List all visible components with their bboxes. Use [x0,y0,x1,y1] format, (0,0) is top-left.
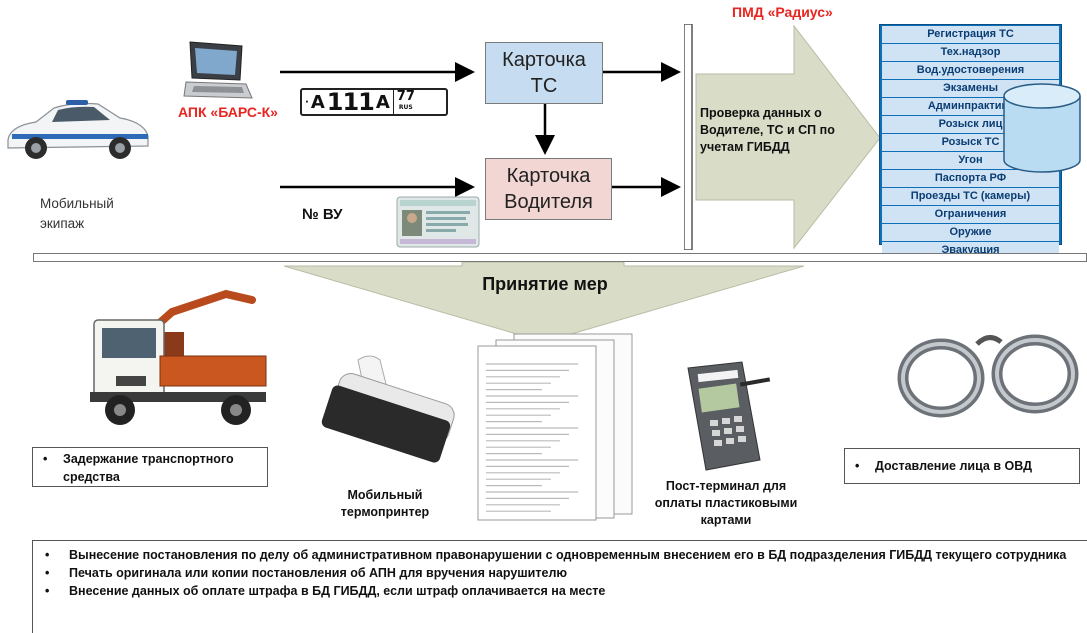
measures-arrow [284,262,804,343]
database-item: Проезды ТС (камеры) [882,188,1059,205]
delivery-box: Доставление лица в ОВД [844,448,1080,484]
measures-title: Принятие мер [482,274,608,294]
check-arrow [684,24,881,250]
police-car-icon [7,100,149,159]
pmd-label: ПМД «Радиус» [732,4,833,20]
check-text: Проверка данных о Водителе, ТС и СП по у… [700,106,835,154]
action-item: Печать оригинала или копии постановления… [39,564,1081,582]
tow-truck-icon [90,289,267,425]
delivery-text: Доставление лица в ОВД [849,457,1075,475]
plate-letter-right: А [375,91,390,113]
plate-region: 77 [396,89,415,104]
thermo-printer-icon [321,355,455,463]
vehicle-label: Мобильный экипаж [40,196,114,231]
database-item: Тех.надзор [882,44,1059,61]
flow-arrows [280,62,681,197]
driver-license-icon [396,196,480,248]
apk-label: АПК «БАРС-К» [178,104,278,120]
database-item: Оружие [882,224,1059,241]
action-item: Внесение данных об оплате штрафа в БД ГИ… [39,582,1081,600]
vu-label: № ВУ [302,206,343,223]
laptop-icon [183,41,253,99]
section-divider [33,253,1087,262]
handcuffs-icon [897,334,1079,418]
action-item: Вынесение постановления по делу об админ… [39,546,1081,564]
database-item: Паспорта РФ [882,170,1059,187]
database-item: Ограничения [882,206,1059,223]
terminal-caption: Пост-терминал для оплаты пластиковыми ка… [654,479,798,527]
documents-icon [477,333,633,521]
detention-text: Задержание транспортного средства [37,450,263,486]
database-icon [1003,83,1081,173]
database-item: Регистрация ТС [882,26,1059,43]
actions-box: Вынесение постановления по делу об админ… [32,540,1087,633]
plate-country: RUS [398,104,413,111]
plate-letter-left: А [310,91,325,113]
printer-caption: Мобильный термопринтер [340,488,430,519]
plate-digits: 111 [326,88,375,116]
pos-terminal-icon [687,361,771,471]
database-item: Вод.удостоверения [882,62,1059,79]
detention-box: Задержание транспортного средства [32,447,268,487]
license-plate: · А 111 А 77 RUS [300,88,448,116]
